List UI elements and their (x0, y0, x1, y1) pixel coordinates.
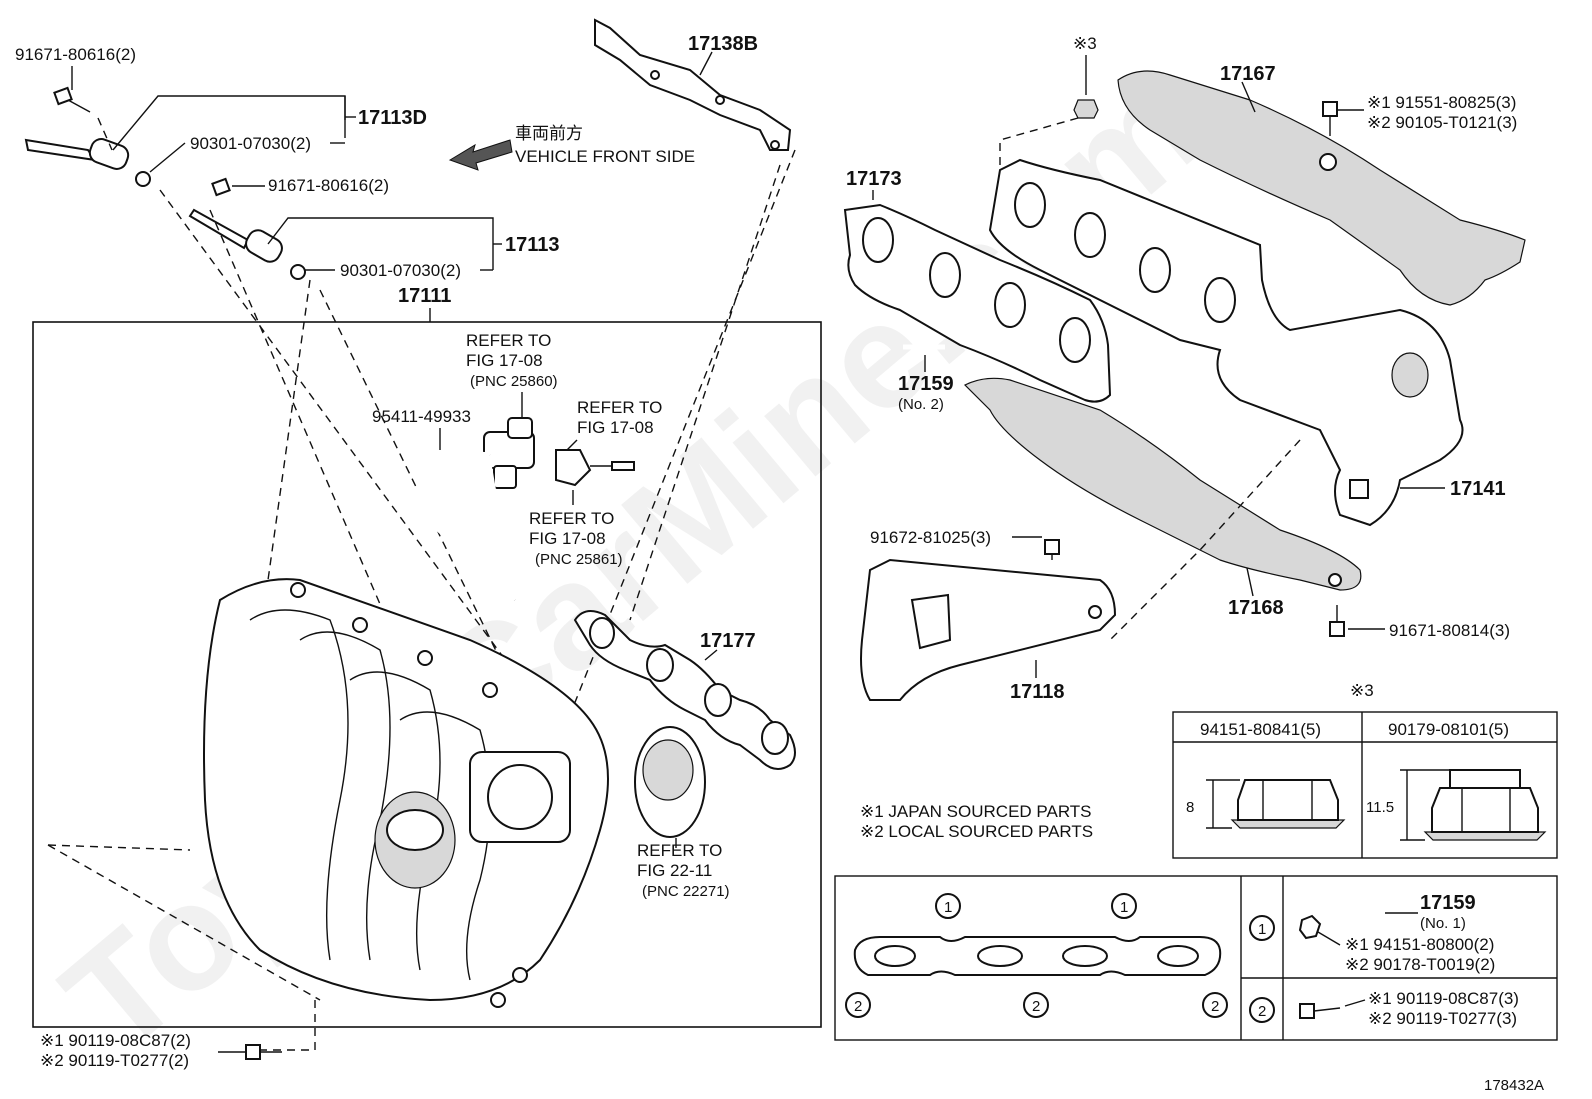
label-vehicle-front-en: VEHICLE FRONT SIDE (515, 147, 695, 166)
gasket-circle-1a: 1 (944, 899, 952, 916)
manifold-bolt (245, 1044, 282, 1060)
exhaust-manifold (988, 158, 1464, 527)
label-refer-b-1: REFER TO (577, 398, 662, 417)
gasket-row1-ref2: ※2 90178-T0019(2) (1345, 955, 1495, 974)
gasket-row2-ref2: ※2 90119-T0277(3) (1368, 1009, 1517, 1028)
bolt-91672 (1044, 539, 1060, 560)
label-90105-T0121: ※2 90105-T0121(3) (1367, 113, 1517, 132)
label-refer-d-3: (PNC 22271) (642, 883, 730, 900)
gasket-circle-2b: 2 (1032, 998, 1040, 1015)
label-refer-d-1: REFER TO (637, 841, 722, 860)
gasket-row2-ref1: ※1 90119-08C87(3) (1368, 989, 1519, 1008)
bolt-17167 (1322, 101, 1338, 136)
heat-insulator-17167 (1117, 70, 1526, 306)
label-refer-a-3: (PNC 25860) (470, 373, 558, 390)
label-91672-81025: 91672-81025(3) (870, 528, 991, 547)
label-refer-c-1: REFER TO (529, 509, 614, 528)
label-17118: 17118 (1010, 681, 1065, 703)
vehicle-front-arrow (448, 139, 513, 171)
label-91551-80825: ※1 91551-80825(3) (1367, 93, 1516, 112)
label-17113: 17113 (505, 234, 560, 256)
gasket-circle-2c: 2 (1211, 998, 1219, 1015)
gasket-circle-2a: 2 (854, 998, 862, 1015)
nut-dim2: 11.5 (1366, 799, 1394, 816)
label-90301-07030-b: 90301-07030(2) (340, 261, 461, 280)
bolt-91671-80814 (1329, 605, 1345, 637)
label-90301-07030-a: 90301-07030(2) (190, 134, 311, 153)
label-note3-b: ※3 (1350, 681, 1374, 700)
label-91671-80616-top: 91671-80616(2) (15, 45, 136, 64)
intake-manifold-box (32, 321, 822, 1028)
gasket-table (834, 875, 1558, 1041)
gasket-circle-1b: 1 (1120, 899, 1128, 916)
gasket-row2-circle: 2 (1258, 1003, 1266, 1020)
label-bottom-ref2: ※2 90119-T0277(2) (40, 1051, 189, 1070)
label-refer-a-1: REFER TO (466, 331, 551, 350)
vsv-valve (483, 417, 535, 489)
intake-manifold (203, 578, 609, 1008)
label-refer-c-3: (PNC 25861) (535, 551, 623, 568)
label-refer-c-2: FIG 17-08 (529, 529, 606, 548)
nut-table (1172, 711, 1558, 859)
bracket-17138B (594, 18, 792, 151)
gasket-17177 (573, 610, 796, 770)
legend-local: ※2 LOCAL SOURCED PARTS (860, 822, 1093, 841)
label-note3-a: ※3 (1073, 34, 1097, 53)
heat-insulator-17168 (963, 377, 1362, 591)
nut-dim1: 8 (1186, 799, 1194, 816)
vsv-bracket (555, 449, 635, 487)
nut-col1-header: 94151-80841(5) (1200, 720, 1321, 739)
bracket-17118 (860, 558, 1117, 701)
label-17113D: 17113D (358, 107, 427, 129)
exhaust-gasket-17173 (843, 203, 1112, 403)
label-refer-d-2: FIG 22-11 (637, 861, 712, 880)
pipe-17113D-assembly (24, 86, 151, 187)
label-17159-no1: 17159 (1420, 892, 1476, 914)
label-17141: 17141 (1450, 478, 1506, 500)
label-refer-b-2: FIG 17-08 (577, 418, 654, 437)
gasket-row1-ref1: ※1 94151-80800(2) (1345, 935, 1494, 954)
label-17159-no1-sub: (No. 1) (1420, 915, 1466, 932)
diagram-id: 178432A (1484, 1077, 1544, 1094)
nut-top (1073, 99, 1099, 119)
nut-col2-header: 90179-08101(5) (1388, 720, 1509, 739)
label-17111: 17111 (398, 285, 451, 307)
legend-japan: ※1 JAPAN SOURCED PARTS (860, 802, 1092, 821)
label-17159-no2: 17159 (898, 373, 954, 395)
label-17168: 17168 (1228, 597, 1284, 619)
label-91671-80616-mid: 91671-80616(2) (268, 176, 389, 195)
label-bottom-ref1: ※1 90119-08C87(2) (40, 1031, 191, 1050)
label-17177: 17177 (700, 630, 756, 652)
gasket-row1-circle: 1 (1258, 921, 1266, 938)
label-refer-a-2: FIG 17-08 (466, 351, 543, 370)
label-17173: 17173 (846, 168, 902, 190)
label-91671-80814: 91671-80814(3) (1389, 621, 1510, 640)
throttle-gasket (634, 726, 706, 838)
label-vehicle-front-jp: 車両前方 (515, 124, 583, 143)
label-17138B: 17138B (688, 33, 758, 55)
label-17159-no2-sub: (No. 2) (898, 396, 944, 413)
label-17167: 17167 (1220, 63, 1276, 85)
label-95411-49933: 95411-49933 (372, 407, 471, 426)
